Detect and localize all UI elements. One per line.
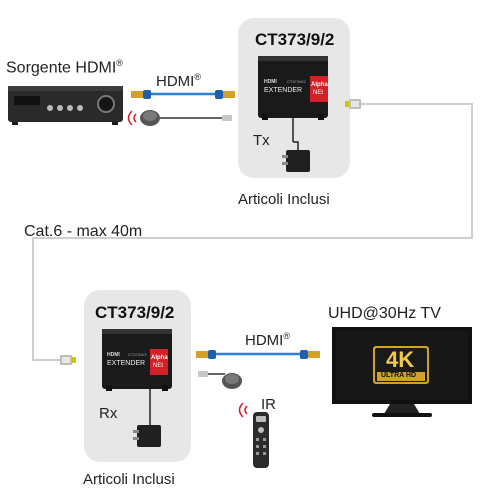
hdmi-top-label: HDMI® (156, 72, 201, 90)
ir-receiver-top (127, 110, 232, 126)
rx-included-label: Articoli Inclusi (83, 471, 175, 488)
hdmi-cable-bottom (196, 350, 320, 359)
source-device-icon (8, 86, 123, 125)
rx-model-title: CT373/9/2 (95, 303, 175, 322)
rx-power-adapter-icon (133, 410, 161, 447)
remote-control-icon (238, 402, 269, 468)
cat6-cable (32, 103, 473, 361)
tv-badge-main: 4K (386, 347, 415, 372)
rx-device-line1: HDMI (107, 352, 120, 358)
tx-included-label: Articoli Inclusi (238, 191, 330, 208)
rx-badge-bottom: NEt (153, 363, 164, 369)
tv-4k-badge (373, 346, 429, 384)
rx-device-line3: CT373/9/2 (128, 352, 147, 357)
tx-power-adapter-icon (282, 141, 310, 172)
rj45-plug-rx (60, 355, 76, 365)
tx-device-line1: HDMI (264, 79, 277, 85)
rj45-plug-tx (345, 99, 361, 109)
tx-device-line3: CT373/9/2 (287, 79, 306, 84)
rx-device (102, 329, 172, 410)
tx-device-line2: EXTENDER (264, 87, 303, 94)
tx-badge-top: Alpha (311, 82, 328, 88)
hdmi-cable-top (131, 90, 235, 99)
rx-tag: Rx (99, 405, 118, 422)
hdmi-bottom-label: HDMI® (245, 331, 290, 349)
ir-label: IR (261, 396, 276, 413)
tx-model-title: CT373/9/2 (255, 30, 335, 49)
rx-badge-top: Alpha (151, 355, 168, 361)
tv-icon (332, 327, 472, 417)
cat6-label: Cat.6 - max 40m (24, 223, 143, 240)
tv-badge-sub: ULTRA HD (381, 372, 416, 379)
tx-badge-bottom: NEt (313, 90, 324, 96)
rx-device-line2: EXTENDER (107, 360, 146, 367)
tv-label: UHD@30Hz TV (328, 305, 441, 322)
tx-device (258, 56, 328, 142)
source-label: Sorgente HDMI® (6, 58, 123, 77)
ir-receiver-bottom (198, 371, 242, 389)
tx-tag: Tx (253, 132, 270, 149)
